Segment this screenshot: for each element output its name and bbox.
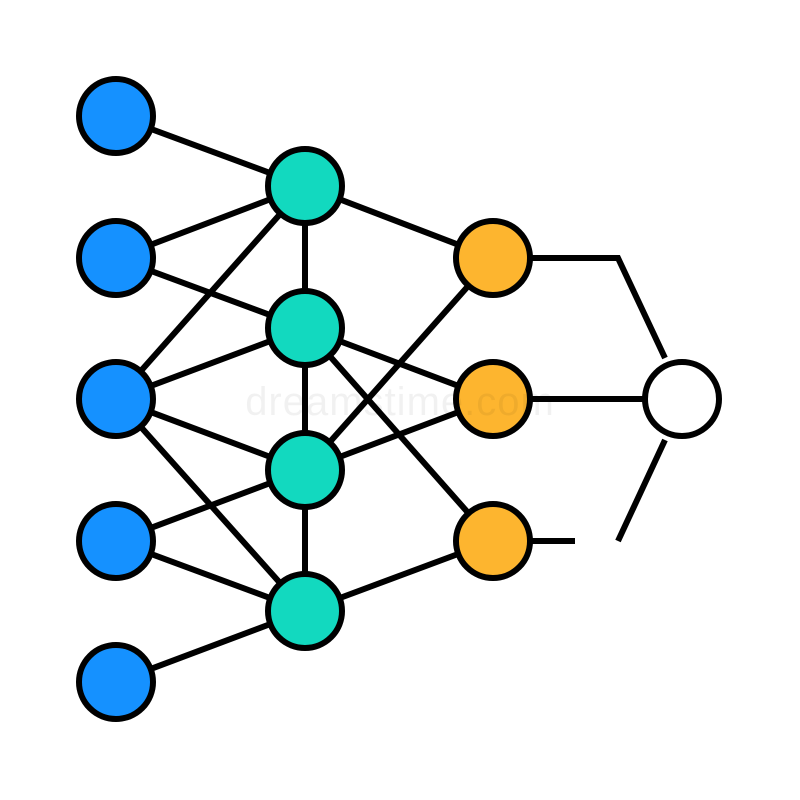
hidden-node-3	[265, 430, 345, 510]
hidden-node-4	[265, 571, 345, 651]
final-node-1	[642, 359, 722, 439]
input-node-2	[76, 218, 156, 298]
input-node-5	[76, 642, 156, 722]
final-stub-edge	[615, 438, 668, 543]
hidden-output-edge	[302, 256, 496, 472]
input-node-1	[76, 76, 156, 156]
input-node-4	[76, 501, 156, 581]
hidden-node-2	[265, 288, 345, 368]
output-node-1	[453, 218, 533, 298]
output-final-edge	[493, 255, 668, 360]
output-node-3	[453, 501, 533, 581]
hidden-node-1	[265, 146, 345, 226]
network-nodes	[76, 76, 722, 722]
output-node-2	[453, 359, 533, 439]
input-node-3	[76, 359, 156, 439]
input-hidden-edge	[113, 184, 308, 401]
connection-lines	[113, 113, 668, 685]
